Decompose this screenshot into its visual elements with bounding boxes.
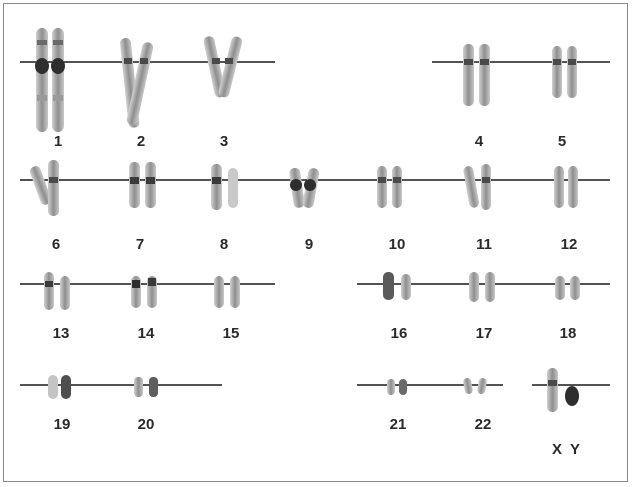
label-chromosome-11: 11 <box>476 236 492 253</box>
label-chromosome-16: 16 <box>390 325 408 342</box>
label-chromosome-18: 18 <box>559 325 577 342</box>
karyotype-frame <box>3 3 628 482</box>
chromosome-pair-2 <box>120 37 154 128</box>
label-chromosome-1: 1 <box>53 133 63 150</box>
chromosome-pair-1 <box>35 28 65 132</box>
label-chromosome-4: 4 <box>474 133 484 150</box>
label-chromosome-12: 12 <box>560 236 578 253</box>
label-chromosome-3: 3 <box>219 133 229 150</box>
label-chromosome-15: 15 <box>222 325 240 342</box>
chromosome-pair-16 <box>383 272 411 300</box>
chromosome-pair-10 <box>377 166 402 208</box>
label-chromosome-13: 13 <box>52 325 70 342</box>
label-chromosome-19: 19 <box>53 416 71 433</box>
label-chromosome-7: 7 <box>135 236 145 253</box>
chromosome-pair-14 <box>131 276 157 308</box>
label-chromosome-9: 9 <box>304 236 314 253</box>
chromosome-pair-22 <box>463 378 487 394</box>
chromosome-pair-8 <box>211 164 238 210</box>
chromosome-pair-4 <box>463 44 490 106</box>
label-chromosome-14: 14 <box>137 325 155 342</box>
label-chromosome-22: 22 <box>474 416 492 433</box>
chromosome-pair-19 <box>48 375 71 399</box>
label-chromosome-5: 5 <box>557 133 567 150</box>
chromosome-pair-3 <box>203 36 243 98</box>
chromosome-pair-9 <box>289 167 320 208</box>
label-chromosome-6: 6 <box>51 236 61 253</box>
chromosome-pair-7 <box>129 162 156 208</box>
label-chromosome-2: 2 <box>136 133 146 150</box>
chromosome-pair-5 <box>552 46 577 98</box>
label-chromosome-17: 17 <box>475 325 493 342</box>
chromosome-pair-11 <box>463 164 491 210</box>
chromosome-pair-15 <box>214 276 240 308</box>
label-chromosome-21: 21 <box>389 416 407 433</box>
chromosome-pair-17 <box>469 272 495 302</box>
label-chromosome-10: 10 <box>388 236 406 253</box>
chromosome-pair-13 <box>44 272 70 310</box>
chromosome-pair-21 <box>387 379 407 395</box>
chromosome-pair-18 <box>555 276 580 300</box>
chromosome-pair-20 <box>134 377 158 397</box>
label-sex-chromosomes: X Y <box>552 441 582 458</box>
chromosome-pair-6 <box>29 160 59 216</box>
alignment-lines <box>20 61 610 386</box>
chromosome-pair-12 <box>554 166 578 208</box>
label-chromosome-20: 20 <box>137 416 155 433</box>
label-chromosome-8: 8 <box>219 236 229 253</box>
chromosome-pair-xy <box>547 368 579 412</box>
